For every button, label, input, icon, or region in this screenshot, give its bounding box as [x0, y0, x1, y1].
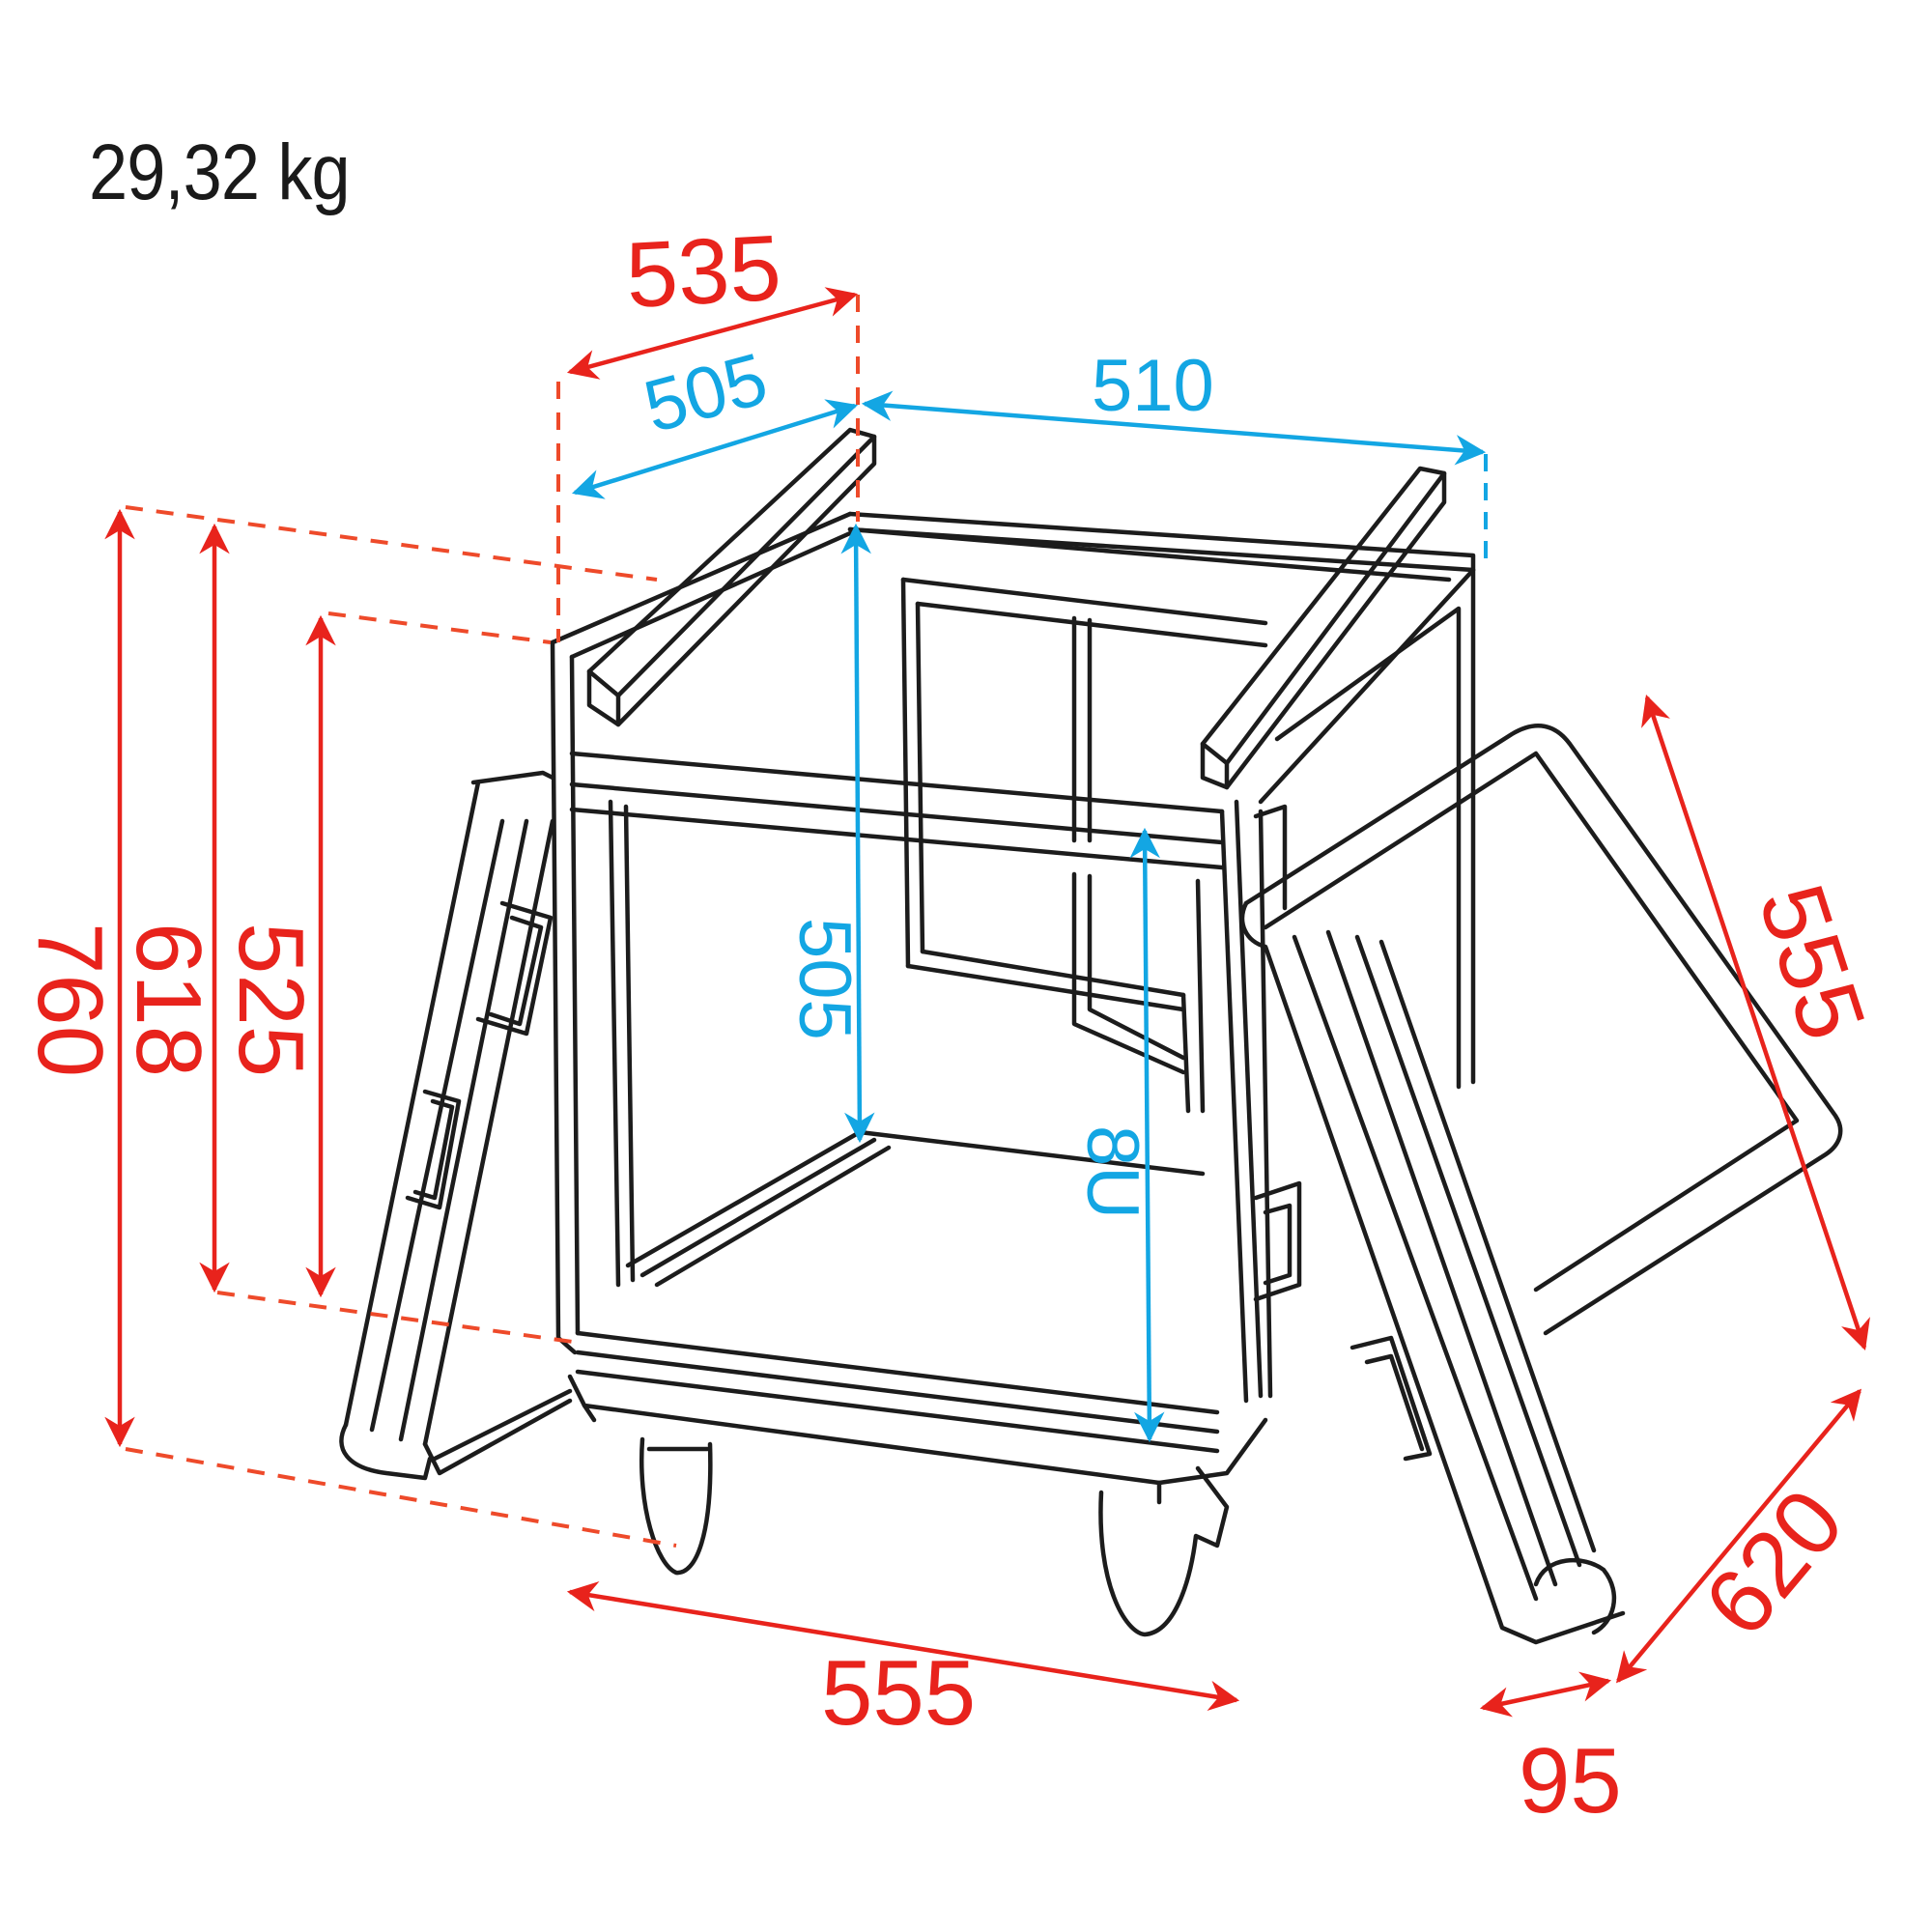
top-rails [586, 427, 1447, 790]
dim-height-525: 525 [219, 923, 323, 1077]
dim-height-618: 618 [117, 923, 220, 1077]
weight-label: 29,32 kg [89, 128, 351, 216]
left-lid [339, 770, 573, 1481]
outer-dimensions [104, 287, 1870, 1718]
dim-inner-width-top: 510 [1092, 345, 1214, 427]
dim-lid-height: 555 [1739, 872, 1885, 1051]
dim-inner-height: 505 [783, 918, 866, 1040]
dim-lid-depth: 95 [1519, 1729, 1622, 1833]
right-lid [1239, 724, 1843, 1645]
dim-height-total: 760 [18, 923, 122, 1077]
dim-base-width: 555 [821, 1641, 976, 1745]
case-body [550, 511, 1476, 1505]
dim-outer-depth-top: 535 [623, 216, 783, 327]
dim-lid-width: 620 [1685, 1470, 1863, 1655]
dim-inner-depth-top: 505 [636, 337, 775, 448]
dim-rack-units: 8U [1071, 1125, 1153, 1219]
inner-dimensions [571, 390, 1488, 1443]
casters [639, 1436, 1230, 1637]
